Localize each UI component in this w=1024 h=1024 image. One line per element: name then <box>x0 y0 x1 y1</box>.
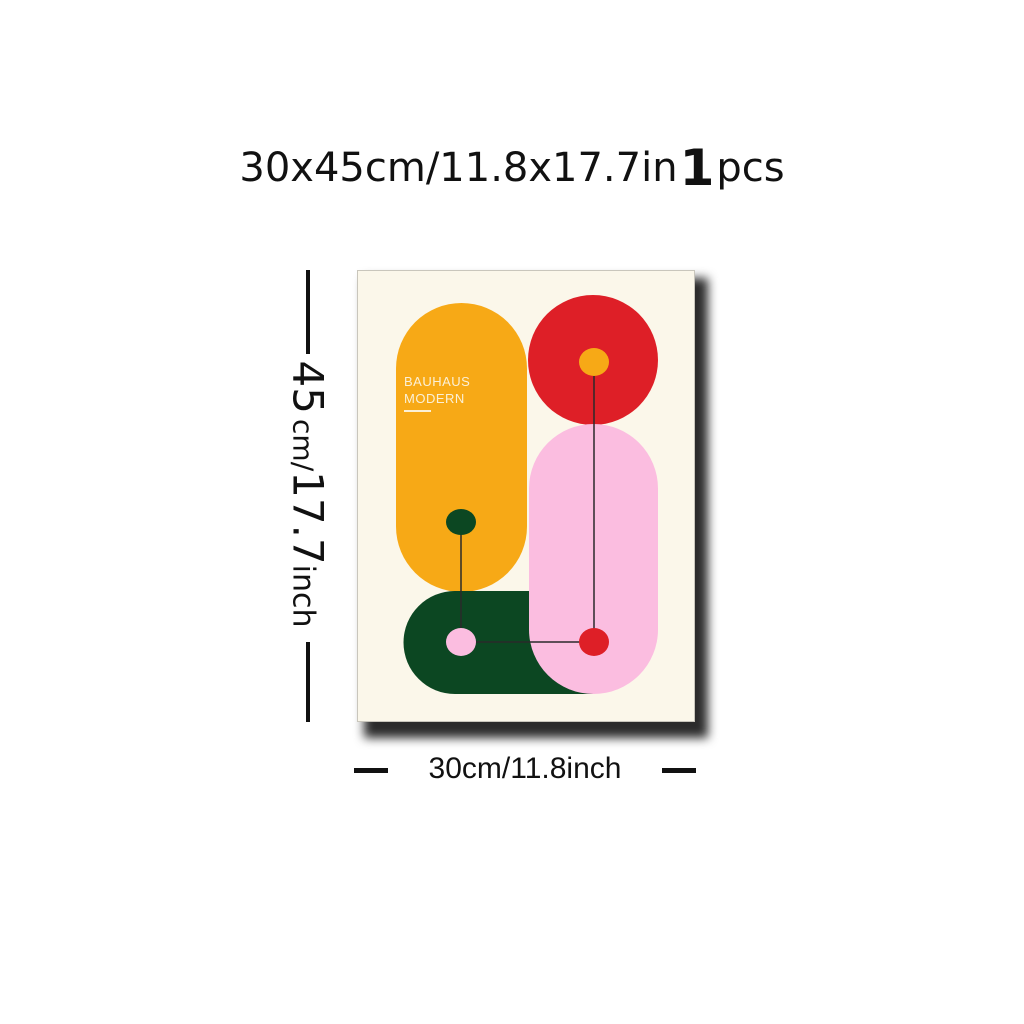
poster-title-line2: MODERN <box>404 391 465 406</box>
height-dimension-line-bottom <box>306 642 310 722</box>
height-inch-value: 17.7 <box>283 471 333 565</box>
poster-artwork <box>396 295 658 694</box>
green-dot <box>446 509 476 535</box>
height-inch-unit: inch <box>285 564 321 628</box>
yellow-capsule <box>396 303 527 592</box>
width-dimension-line-left <box>354 768 388 773</box>
height-cm-value: 45 <box>283 360 333 414</box>
poster-title-underline <box>404 410 431 412</box>
poster-title-line1: BAUHAUS <box>404 374 471 389</box>
quantity-number: 1 <box>679 139 715 197</box>
pink-dot <box>446 628 476 656</box>
red-dot <box>579 628 609 656</box>
height-dimension-label: 45 cm/17.7inch <box>284 360 333 627</box>
orange-dot <box>579 348 609 376</box>
width-dimension-line-right <box>662 768 696 773</box>
height-dimension-line-top <box>306 270 310 354</box>
size-text: 30x45cm/11.8x17.7in <box>239 145 678 191</box>
width-dimension-label: 30cm/11.8inch <box>428 752 622 785</box>
size-headline: 30x45cm/11.8x17.7in1pcs <box>0 136 1024 196</box>
poster-title: BAUHAUS MODERN <box>404 373 470 407</box>
quantity-unit: pcs <box>716 145 785 191</box>
height-cm-unit: cm/ <box>286 419 320 472</box>
bauhaus-poster: BAUHAUS MODERN <box>357 270 695 722</box>
